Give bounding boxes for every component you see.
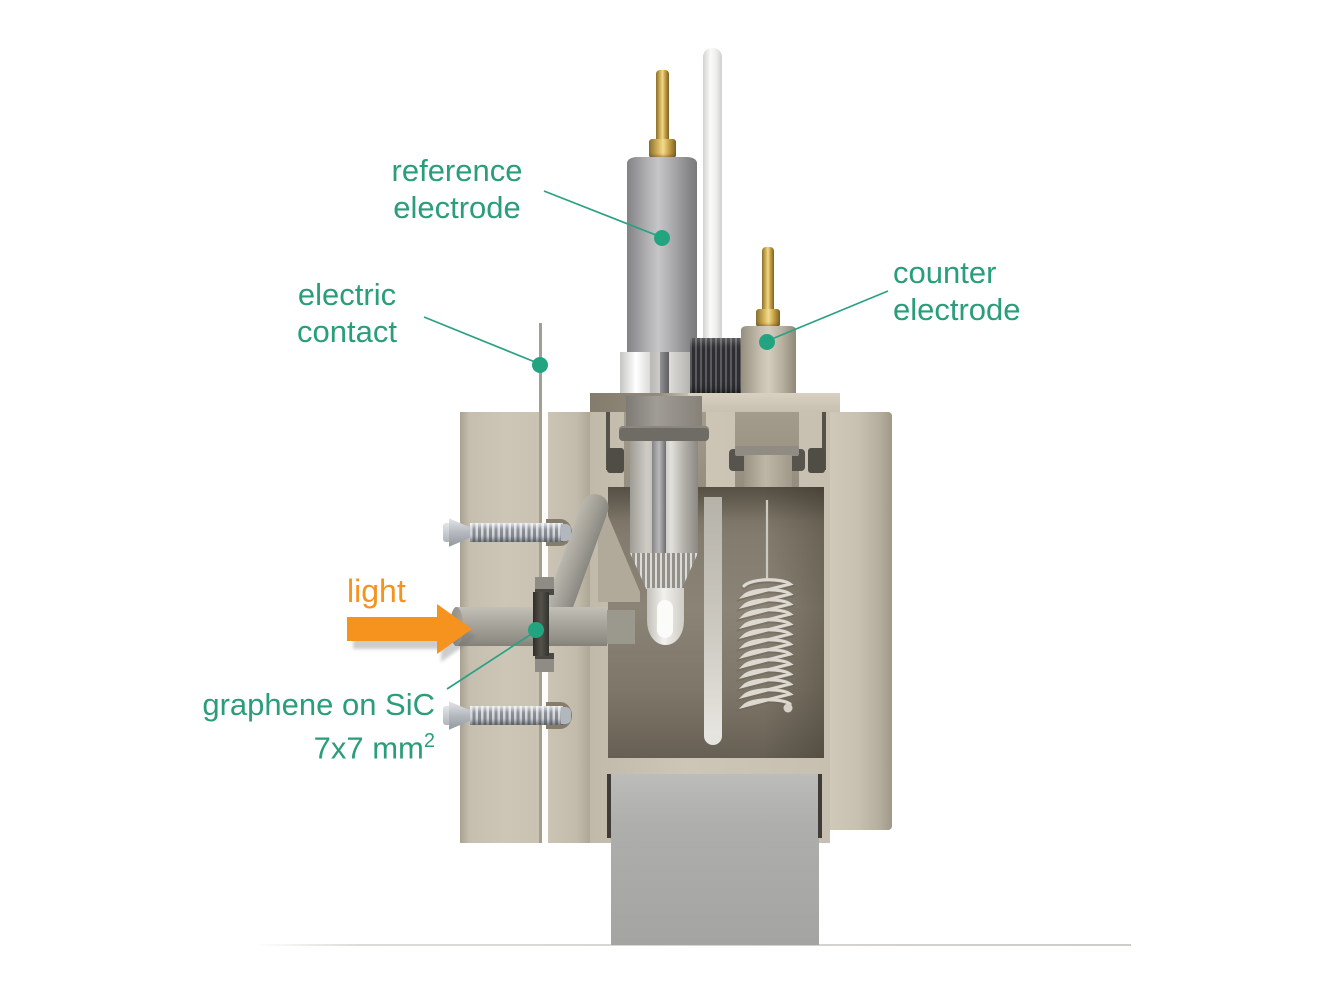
- screw-tip-top: [443, 523, 451, 542]
- white-support-rod-top: [703, 48, 722, 398]
- label-contact-line1: electric: [297, 277, 397, 312]
- label-graphene-line2: 7x7 mm: [313, 730, 424, 766]
- glass-holder-flange: [619, 426, 709, 441]
- label-contact-line2: contact: [297, 314, 397, 349]
- glass-frit-tip: [647, 588, 684, 645]
- cap-slit-right: [822, 412, 826, 470]
- callout-dot-graphene: [528, 622, 544, 638]
- label-counter-electrode: counter electrode: [893, 254, 1113, 328]
- cap-slit-left: [606, 412, 610, 470]
- glass-frit-highlight: [657, 600, 673, 638]
- counter-electrode-flange: [735, 446, 799, 456]
- pedestal-gap-right: [818, 774, 822, 838]
- callout-dot-reference: [654, 230, 670, 246]
- reference-electrode-collar: [649, 139, 676, 158]
- spring-coil: [738, 578, 794, 710]
- screw-thread-top: [470, 523, 563, 542]
- sample-clip-top: [535, 577, 554, 595]
- reference-electrode-pin-icon: [656, 70, 669, 142]
- label-reference-line2: electrode: [393, 190, 521, 225]
- counter-electrode-pin-icon: [762, 247, 774, 311]
- label-reference-line1: reference: [391, 153, 523, 188]
- callout-dot-counter: [759, 334, 775, 350]
- light-arrow-icon: [347, 604, 472, 654]
- white-support-rod-lower: [704, 497, 722, 745]
- spring-end-ball: [783, 703, 793, 713]
- pedestal-base: [611, 774, 819, 945]
- o-ring-left: [607, 448, 624, 473]
- callout-dot-contact: [532, 357, 548, 373]
- callout-line-contact: [423, 316, 541, 365]
- reference-electrode-body: [627, 157, 697, 353]
- reference-inner-rod-upper: [660, 352, 669, 412]
- light-channel-into-cavity: [605, 610, 635, 644]
- o-ring-right: [808, 448, 825, 473]
- label-light: light: [347, 574, 406, 608]
- counter-electrode-collar: [756, 309, 780, 327]
- callout-line-graphene: [446, 630, 537, 690]
- label-graphene-line1: graphene on SiC: [202, 687, 435, 722]
- screw-thread-bottom: [470, 706, 563, 725]
- sample-clip-bottom: [535, 653, 554, 672]
- callout-line-reference: [543, 190, 662, 238]
- cell-outer-wall-right: [830, 412, 892, 830]
- reference-inner-rod-lower: [652, 441, 666, 561]
- screw-tip-bottom: [443, 706, 451, 725]
- ground-line: [255, 944, 1131, 946]
- callout-line-counter: [766, 290, 889, 342]
- pedestal-gap-left: [607, 774, 611, 838]
- label-graphene-sup: 2: [423, 730, 435, 752]
- knurled-nut: [690, 338, 748, 395]
- label-counter-line1: counter: [893, 255, 997, 290]
- label-electric-contact: electric contact: [247, 276, 447, 350]
- label-reference-electrode: reference electrode: [352, 152, 562, 226]
- screw-end-bottom: [561, 707, 571, 724]
- label-counter-line2: electrode: [893, 292, 1021, 327]
- screw-end-top: [561, 524, 571, 541]
- label-light-text: light: [347, 573, 406, 609]
- label-graphene: graphene on SiC 7x7 mm2: [185, 686, 435, 766]
